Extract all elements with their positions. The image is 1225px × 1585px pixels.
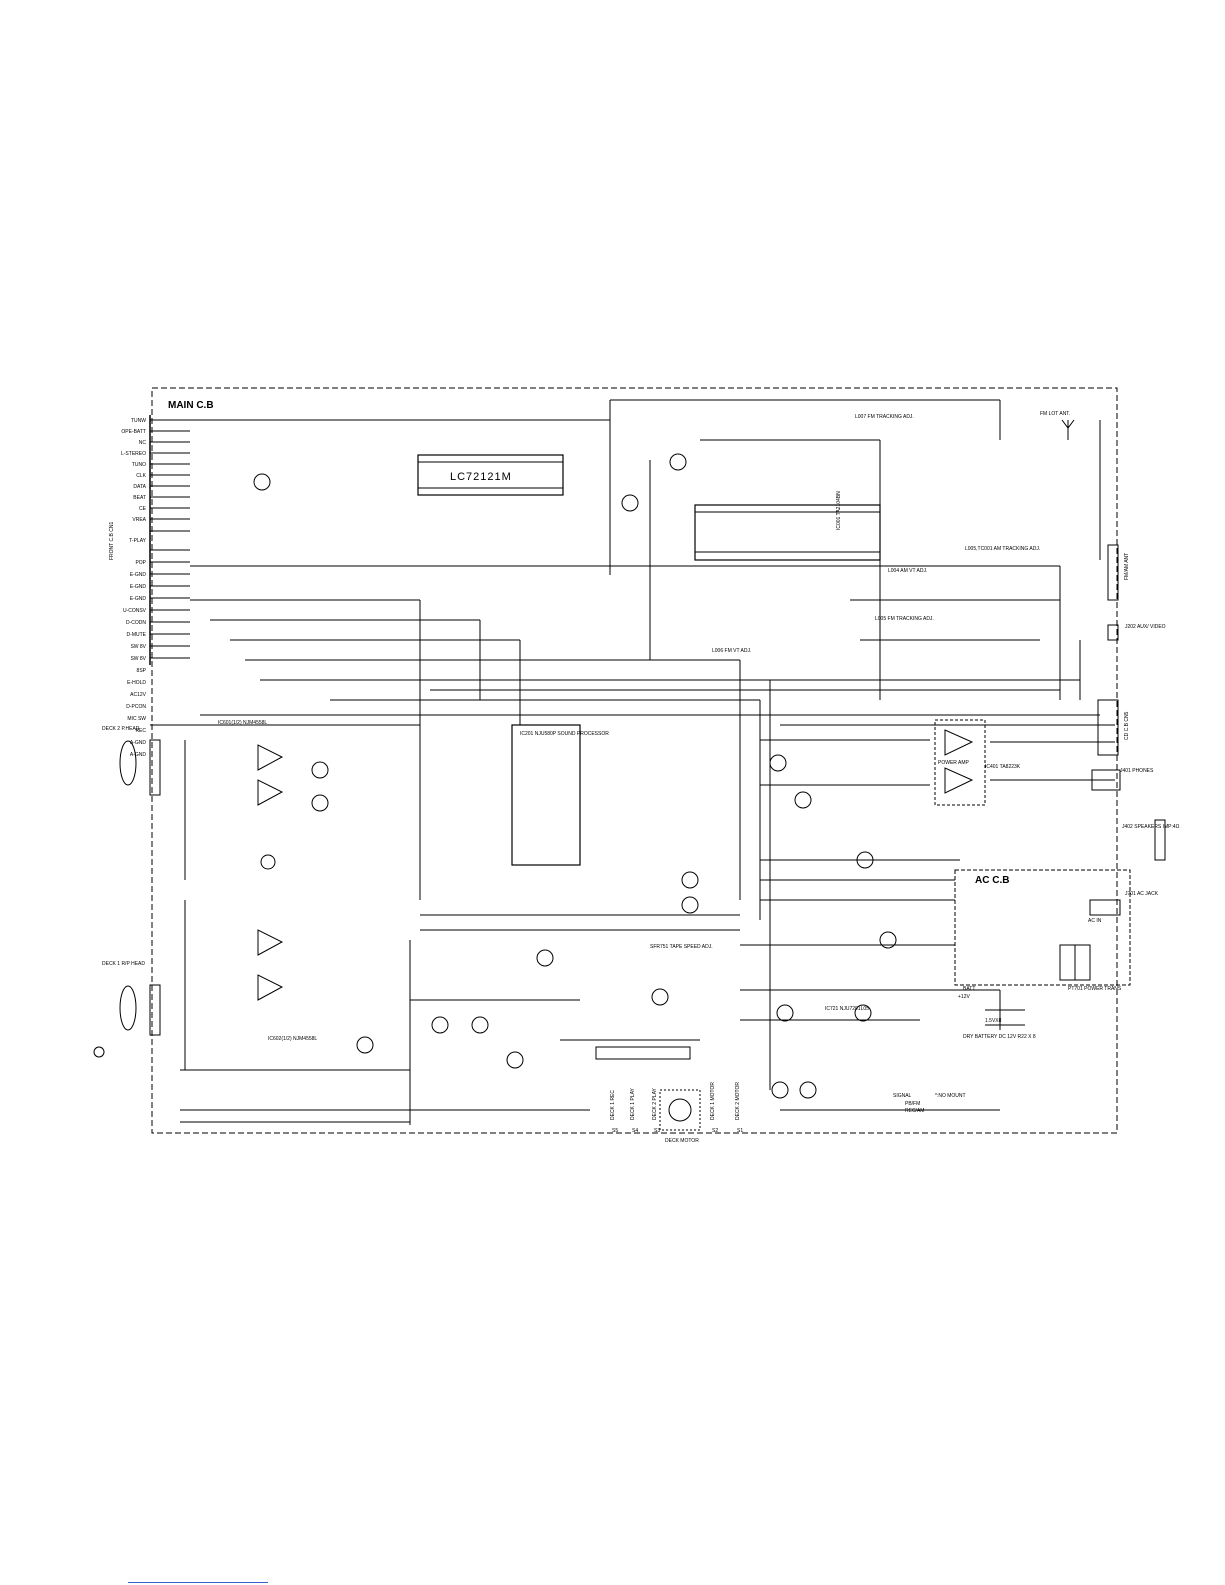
deck-switch-id: S4 (632, 1128, 638, 1134)
adj-sfr751: SFR751 TAPE SPEED ADJ. (650, 944, 713, 950)
deck-switch-id: S1 (737, 1128, 743, 1134)
jack-ac-label: J701 AC JACK (1125, 891, 1159, 897)
voltage-12v: +12V (958, 994, 970, 1000)
tuner-ic-label: IC001 TA2104BN (836, 491, 842, 530)
jack-phones-label: J401 PHONES (1120, 768, 1154, 774)
connector-pin-label: OPE-BATT (121, 429, 146, 435)
ac-in-label: AC IN (1088, 918, 1102, 924)
pll-ic (417, 454, 564, 496)
connector-pin-label: D-MUTE (127, 632, 147, 638)
legend-no-mount: *:NO MOUNT (935, 1093, 966, 1099)
front-connector-labels: TUNW OPE-BATT NC L-STEREO TUNO CLK DATA BEAT CE V… (121, 418, 147, 758)
connector-pin-label: A-GND (130, 740, 147, 746)
connector-pin-label: E-HOLD (127, 680, 146, 686)
eq2-ic-label: IC602(1/2) NJM4558L (268, 1036, 317, 1042)
ac-board-title: AC C.B (975, 875, 1009, 886)
main-board-outline (151, 387, 1118, 1134)
footer-rule (128, 1582, 268, 1583)
ac-board-outline (954, 869, 1131, 986)
pll-ic-label: LC72121M (450, 471, 512, 483)
connector-pin-label: D-CODN (126, 620, 146, 626)
connector-pin-label: CE (139, 506, 147, 512)
connector-pin-label: REC (135, 728, 146, 734)
deck2-label: DECK 2 P.HEAD (102, 726, 140, 732)
deck-motor (668, 1098, 692, 1122)
deck-switch-label: DECK 1 PLAY (630, 1087, 636, 1120)
connector-pin-label: AC12V (130, 692, 147, 698)
deck1-label: DECK 1 R/P HEAD (102, 961, 145, 967)
legend-pb-fm: PB/FM (905, 1101, 920, 1107)
eq1-ic-label: IC601(1/2) NJM4558L (218, 720, 267, 726)
power-ic-label: IC401 TA8223K (985, 764, 1021, 770)
connector-pin-label: BEAT (133, 495, 146, 501)
connector-pin-label: E-GND (130, 572, 147, 578)
connector-pin-label: T-PLAY (129, 538, 147, 544)
jack-speakers-label: J402 SPEAKERS IMP:4Ω (1122, 824, 1180, 830)
power-amp-lower (944, 767, 974, 794)
motor-label: DECK MOTOR (665, 1138, 699, 1144)
connector-pin-label: SW 8V (130, 644, 146, 650)
fm-am-ant-label: FM/AM ANT (1124, 553, 1130, 580)
deck-switch-labels: S5 S4 S3 S2 S1 DECK 1 REC DECK 1 PLAY DECK 2 PL… (610, 1082, 743, 1134)
adj-l005b: L005 FM TRACKING ADJ. (875, 616, 934, 622)
connector-pin-label: A-GND (130, 752, 147, 758)
legend-rec-am: REC/AM (905, 1108, 924, 1114)
sound-processor-ic (511, 724, 581, 866)
front-connector-stubs (150, 419, 190, 659)
deck2-connector (149, 739, 161, 796)
sound-ic-label: IC201 NJU580P SOUND PROCESSOR (520, 731, 609, 737)
connector-pin-label: L-STEREO (121, 451, 146, 457)
power-amp-label: POWER AMP (938, 760, 970, 766)
deck-switch-label: DECK 2 PLAY (652, 1087, 658, 1120)
deck-switch-label: DECK 1 REC (610, 1090, 616, 1120)
deck-switch-id: S5 (612, 1128, 618, 1134)
connector-pin-label: TUNW (131, 418, 146, 424)
adj-l006: L006 FM VT ADJ. (712, 648, 751, 654)
deck-switch-id: S3 (654, 1128, 660, 1134)
connector-pin-label: E-GND (130, 584, 147, 590)
connector-pin-label: SW 8V (130, 656, 146, 662)
main-board-title: MAIN C.B (168, 400, 214, 411)
connector-pin-label: MIC SW (127, 716, 146, 722)
reg-ic-label: IC721 NJU7201L05 (825, 1006, 869, 1012)
connector-pin-label: TUNO (132, 462, 146, 468)
deck-switch-label: DECK 2 MOTOR (735, 1082, 741, 1120)
cd-cb-label: CD C.B CN5 (1124, 711, 1130, 740)
jack-aux-label: J202 AUX/ VIDEO (1125, 624, 1166, 630)
adj-l007: L007 FM TRACKING ADJ. (855, 414, 914, 420)
adj-l005: L005,TC001 AM TRACKING ADJ. (965, 546, 1040, 552)
connector-pin-label: VREA (132, 517, 146, 523)
power-trans-label: PT701 POWER TRANS (1068, 986, 1122, 992)
connector-pin-label: E-GND (130, 596, 147, 602)
front-cb-label: FRONT C.B CN1 (109, 522, 115, 560)
connector-pin-label: NC (139, 440, 147, 446)
connector-pin-label: DATA (133, 484, 146, 490)
voltage-batt: 1.5VX8 (985, 1018, 1002, 1024)
power-amp-upper (944, 729, 974, 756)
deck-switch-id: S2 (712, 1128, 718, 1134)
adj-l004: L004 AM VT ADJ. (888, 568, 927, 574)
connector-pin-label: 8SP (137, 668, 147, 674)
battery-label: BATT (963, 986, 975, 992)
fm-lot-ant-label: FM LOT ANT. (1040, 411, 1070, 417)
connector-pin-label: POP (135, 560, 146, 566)
connector-pin-label: CLK (136, 473, 146, 479)
motor-connector (595, 1046, 691, 1060)
deck1-connector (149, 984, 161, 1036)
battery-note: DRY BATTERY DC 12V R22 X 8 (963, 1034, 1036, 1040)
connector-pin-label: U-CONSV (123, 608, 147, 614)
connector-pin-label: D-PCON (126, 704, 146, 710)
deck-switch-label: DECK 1 MOTOR (710, 1082, 716, 1120)
legend-signal: SIGNAL (893, 1093, 912, 1099)
